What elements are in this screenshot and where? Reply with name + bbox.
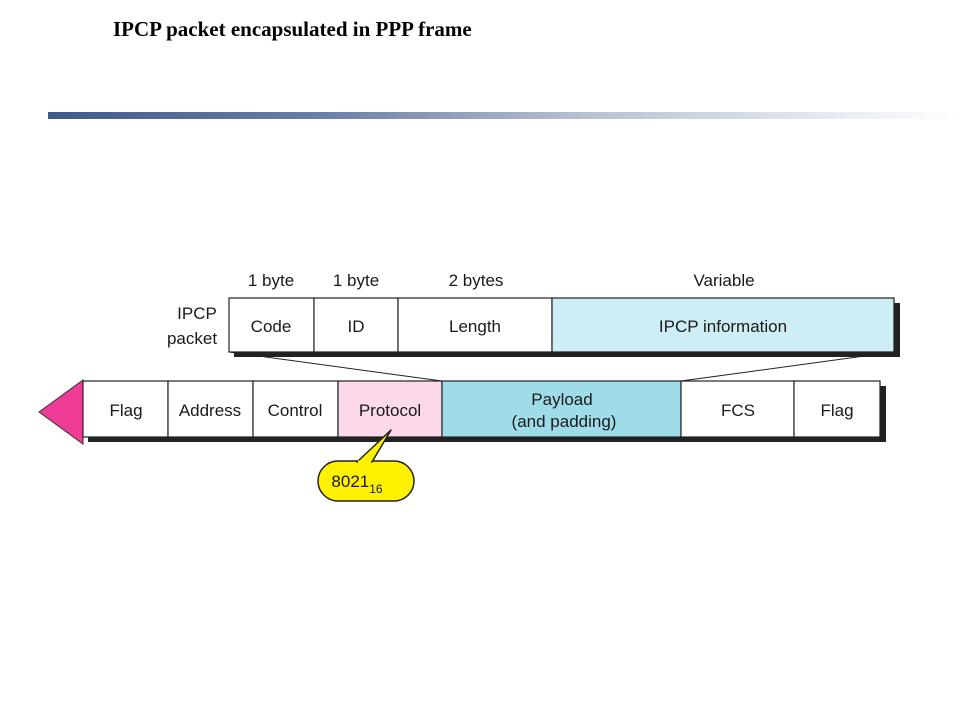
size-label-code: 1 byte: [248, 271, 294, 290]
ppp-field-flag-start-label: Flag: [109, 401, 142, 420]
ipcp-field-information-label: IPCP information: [659, 317, 787, 336]
ipcp-packet-label-line2: packet: [167, 329, 217, 348]
ppp-field-fcs-label: FCS: [721, 401, 755, 420]
ipcp-packet: Code ID Length IPCP information: [228, 297, 895, 353]
protocol-value-main: 8021: [331, 472, 369, 491]
ppp-frame: Flag Address Control Protocol Payload (a…: [82, 380, 881, 438]
size-label-id: 1 byte: [333, 271, 379, 290]
ppp-field-payload-label-line2: (and padding): [512, 412, 617, 431]
ipcp-field-length-label: Length: [449, 317, 501, 336]
ppp-field-protocol: [337, 380, 443, 438]
slide-title: IPCP packet encapsulated in PPP frame: [113, 17, 472, 41]
ppp-field-fcs: [680, 380, 795, 438]
ipcp-field-information: [551, 297, 895, 353]
ppp-field-flag-start: [82, 380, 169, 438]
ppp-field-control-label: Control: [268, 401, 323, 420]
size-label-information: Variable: [693, 271, 754, 290]
ipcp-field-code-label: Code: [251, 317, 292, 336]
size-label-length: 2 bytes: [449, 271, 504, 290]
ppp-field-flag-end: [793, 380, 881, 438]
frame-direction-arrow: [38, 379, 84, 445]
protocol-value: 802116: [331, 472, 383, 496]
ipcp-field-id: [313, 297, 399, 353]
ipcp-field-length: [397, 297, 553, 353]
ppp-field-protocol-label: Protocol: [359, 401, 421, 420]
ppp-field-address-label: Address: [179, 401, 241, 420]
title-rule: [48, 112, 960, 119]
ipcp-field-code: [228, 297, 315, 353]
ipcp-packet-label-line1: IPCP: [177, 304, 217, 323]
expansion-line-right: [680, 351, 895, 382]
expansion-line-left: [228, 351, 443, 382]
ppp-field-flag-end-label: Flag: [820, 401, 853, 420]
ipcp-field-id-label: ID: [348, 317, 365, 336]
protocol-value-subscript: 16: [369, 482, 383, 496]
protocol-value-callout: 802116: [317, 429, 415, 502]
ppp-field-payload-label-line1: Payload: [531, 390, 592, 409]
